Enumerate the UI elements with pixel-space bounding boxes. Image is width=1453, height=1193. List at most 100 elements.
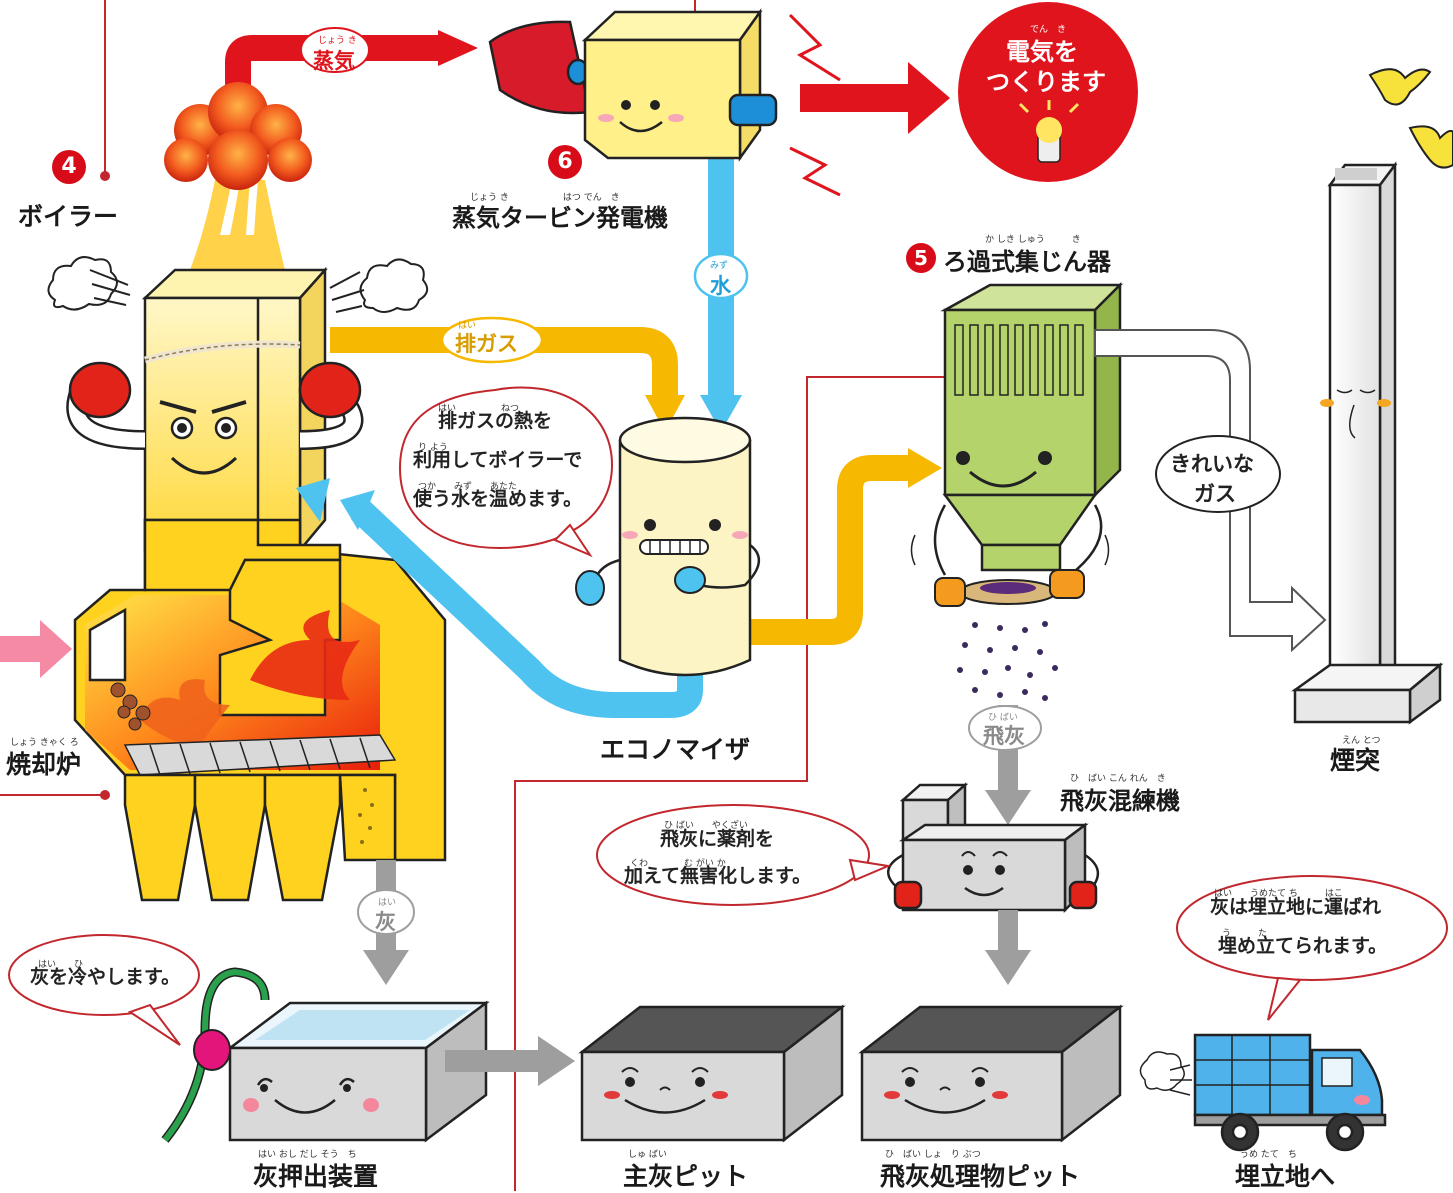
ash-pusher-label-ruby: はい おし だし そう ち xyxy=(258,1150,357,1160)
incinerator-leader-dot xyxy=(100,790,110,800)
clean-gas-line2: ガス xyxy=(1194,482,1236,506)
chimney xyxy=(1291,161,1444,725)
boiler-label: ボイラー xyxy=(18,202,119,231)
incinerator-label: 焼却炉 xyxy=(6,750,82,779)
steam-arrow xyxy=(225,27,478,115)
clean-gas-arrow xyxy=(1094,329,1327,653)
landfill-bubble-line1: 灰は埋立地に運ばれ xyxy=(1210,896,1382,918)
main-pit-label-ruby: しゅ ばい xyxy=(628,1150,667,1160)
ash-tag: 灰 xyxy=(375,910,396,934)
filter-slots xyxy=(954,324,1084,396)
economizer-label: エコノマイザ xyxy=(600,735,751,764)
mixer-to-pit-arrow xyxy=(985,910,1031,985)
filter-label-ruby: か しき しゅう き xyxy=(985,235,1081,245)
water-arrow-to-boiler xyxy=(296,478,703,718)
mixer-label: 飛灰混練機 xyxy=(1060,787,1180,815)
garbage-input-arrow xyxy=(0,620,72,678)
landfill-label: 埋立地へ xyxy=(1235,1162,1336,1191)
incinerator-fire xyxy=(140,610,360,745)
fly-ash-tag: 飛灰 xyxy=(983,724,1025,748)
fly-pit-label-ruby: ひ ばい しょ り ぶつ xyxy=(885,1150,981,1160)
cool-ash-bubble: 灰を冷やします。 xyxy=(30,966,181,988)
economizer-bubble-ruby-1: はい ねつ xyxy=(438,404,520,414)
ash-arrow xyxy=(357,860,415,985)
water-arrow-from-turbine xyxy=(693,155,749,432)
boiler-steam-puffs xyxy=(47,256,429,313)
ash-to-main-pit-arrow xyxy=(445,1036,575,1086)
filter-label: ろ過式集じん器 xyxy=(943,248,1111,276)
landfill-bubble-ruby-1: はい うめたて ち はこ xyxy=(1214,889,1343,899)
ash-tag-ruby: はい xyxy=(378,898,397,908)
dump-truck xyxy=(1139,1033,1387,1152)
landfill-label-ruby: うめ たて ち xyxy=(1240,1150,1297,1160)
mixer-bubble-ruby-2: くわ む がい か xyxy=(630,859,726,869)
incinerator-grate xyxy=(123,734,397,776)
exhaust-tag: 排ガス xyxy=(455,332,518,356)
incinerator-label-ruby: しょう きゃく ろ xyxy=(10,738,79,748)
incinerator-ash-dots xyxy=(358,788,374,844)
fly-ash-pit xyxy=(858,1004,1124,1143)
incinerator-garbage xyxy=(110,682,151,731)
water-tag: 水 xyxy=(710,274,731,298)
turbine-label: 蒸気タービン発電機 xyxy=(452,204,668,232)
economizer-bubble-line1: 排ガスの熱を xyxy=(438,410,553,432)
fly-ash-mixer xyxy=(887,782,1099,914)
mixer-bubble-ruby-1: ひ ばい やくざい xyxy=(664,821,748,831)
chimney-label-ruby: えん とつ xyxy=(1342,736,1381,746)
fly-ash-particles xyxy=(957,621,1058,701)
electricity-ruby: でん き xyxy=(1030,25,1067,35)
electricity-line1: 電気を xyxy=(1006,38,1078,66)
filter-face xyxy=(956,451,1052,488)
bag-filter xyxy=(940,281,1124,572)
economizer-bubble-line2: 利用してボイラーで xyxy=(413,449,583,471)
hose xyxy=(161,967,270,1143)
exhaust-tag-ruby: はい xyxy=(458,321,477,331)
landfill-bubble-line2: 埋め立てられます。 xyxy=(1218,935,1388,957)
boiler-face xyxy=(159,400,247,475)
fly-pit-label: 飛灰処理物ピット xyxy=(880,1162,1081,1191)
mixer-bubble-line2: 加えて無害化します。 xyxy=(624,865,812,887)
electricity-badge xyxy=(958,2,1138,182)
clean-gas-line1: きれいな xyxy=(1170,452,1254,476)
filter-step-number: 5 xyxy=(906,243,936,273)
economizer-bubble-line3: 使う水を温めます。 xyxy=(413,488,583,510)
fly-ash-arrow xyxy=(968,705,1042,825)
ash-pusher-label: 灰押出装置 xyxy=(253,1162,379,1191)
cool-ash-bubble-ruby: はい ひ xyxy=(38,960,84,970)
turbine-label-ruby: じょう き はつ でん き xyxy=(470,193,620,203)
speech-bubbles xyxy=(8,386,1448,1046)
boiler-step-number: 4 xyxy=(52,150,86,184)
exhaust-arrow-to-filter xyxy=(750,448,942,645)
fly-ash-tag-ruby: ひ ばい xyxy=(988,713,1018,723)
leader-lines xyxy=(0,0,981,1191)
boiler-leader-dot xyxy=(100,171,110,181)
boiler-body xyxy=(141,266,328,554)
ash-pusher-box xyxy=(226,1000,490,1143)
incinerator-hoppers xyxy=(123,773,397,902)
chimney-label: 煙突 xyxy=(1330,746,1381,775)
filter-leader-line xyxy=(514,376,981,1191)
economizer-bubble-ruby-2: り よう xyxy=(418,443,448,453)
turbine-sparks xyxy=(788,13,841,197)
mixer-bubble-line1: 飛灰に薬剤を xyxy=(660,828,775,850)
steam-tag: 蒸気 xyxy=(313,49,355,73)
economizer-body xyxy=(575,416,760,677)
water-tag-ruby: みず xyxy=(710,261,729,271)
landfill-bubble-ruby-2: う た xyxy=(1222,929,1268,939)
turbine-step-number: 6 xyxy=(548,145,582,179)
birds xyxy=(1368,68,1453,169)
electricity-arrow xyxy=(800,62,950,134)
filter-arms-and-tray xyxy=(910,504,1110,607)
main-ash-pit xyxy=(578,1004,846,1143)
mixer-label-ruby: ひ ばい こん れん き xyxy=(1070,774,1166,784)
steam-tag-ruby: じょう き xyxy=(318,36,357,46)
electricity-line2: つくります xyxy=(986,68,1106,96)
economizer-bubble-ruby-3: つか みず あたた xyxy=(418,482,518,492)
turbine-generator xyxy=(488,8,778,162)
main-pit-label: 主灰ピット xyxy=(623,1162,749,1191)
exhaust-arrow-to-economizer xyxy=(330,316,685,432)
boiler-plume xyxy=(164,82,312,270)
boiler-arms xyxy=(66,361,364,450)
